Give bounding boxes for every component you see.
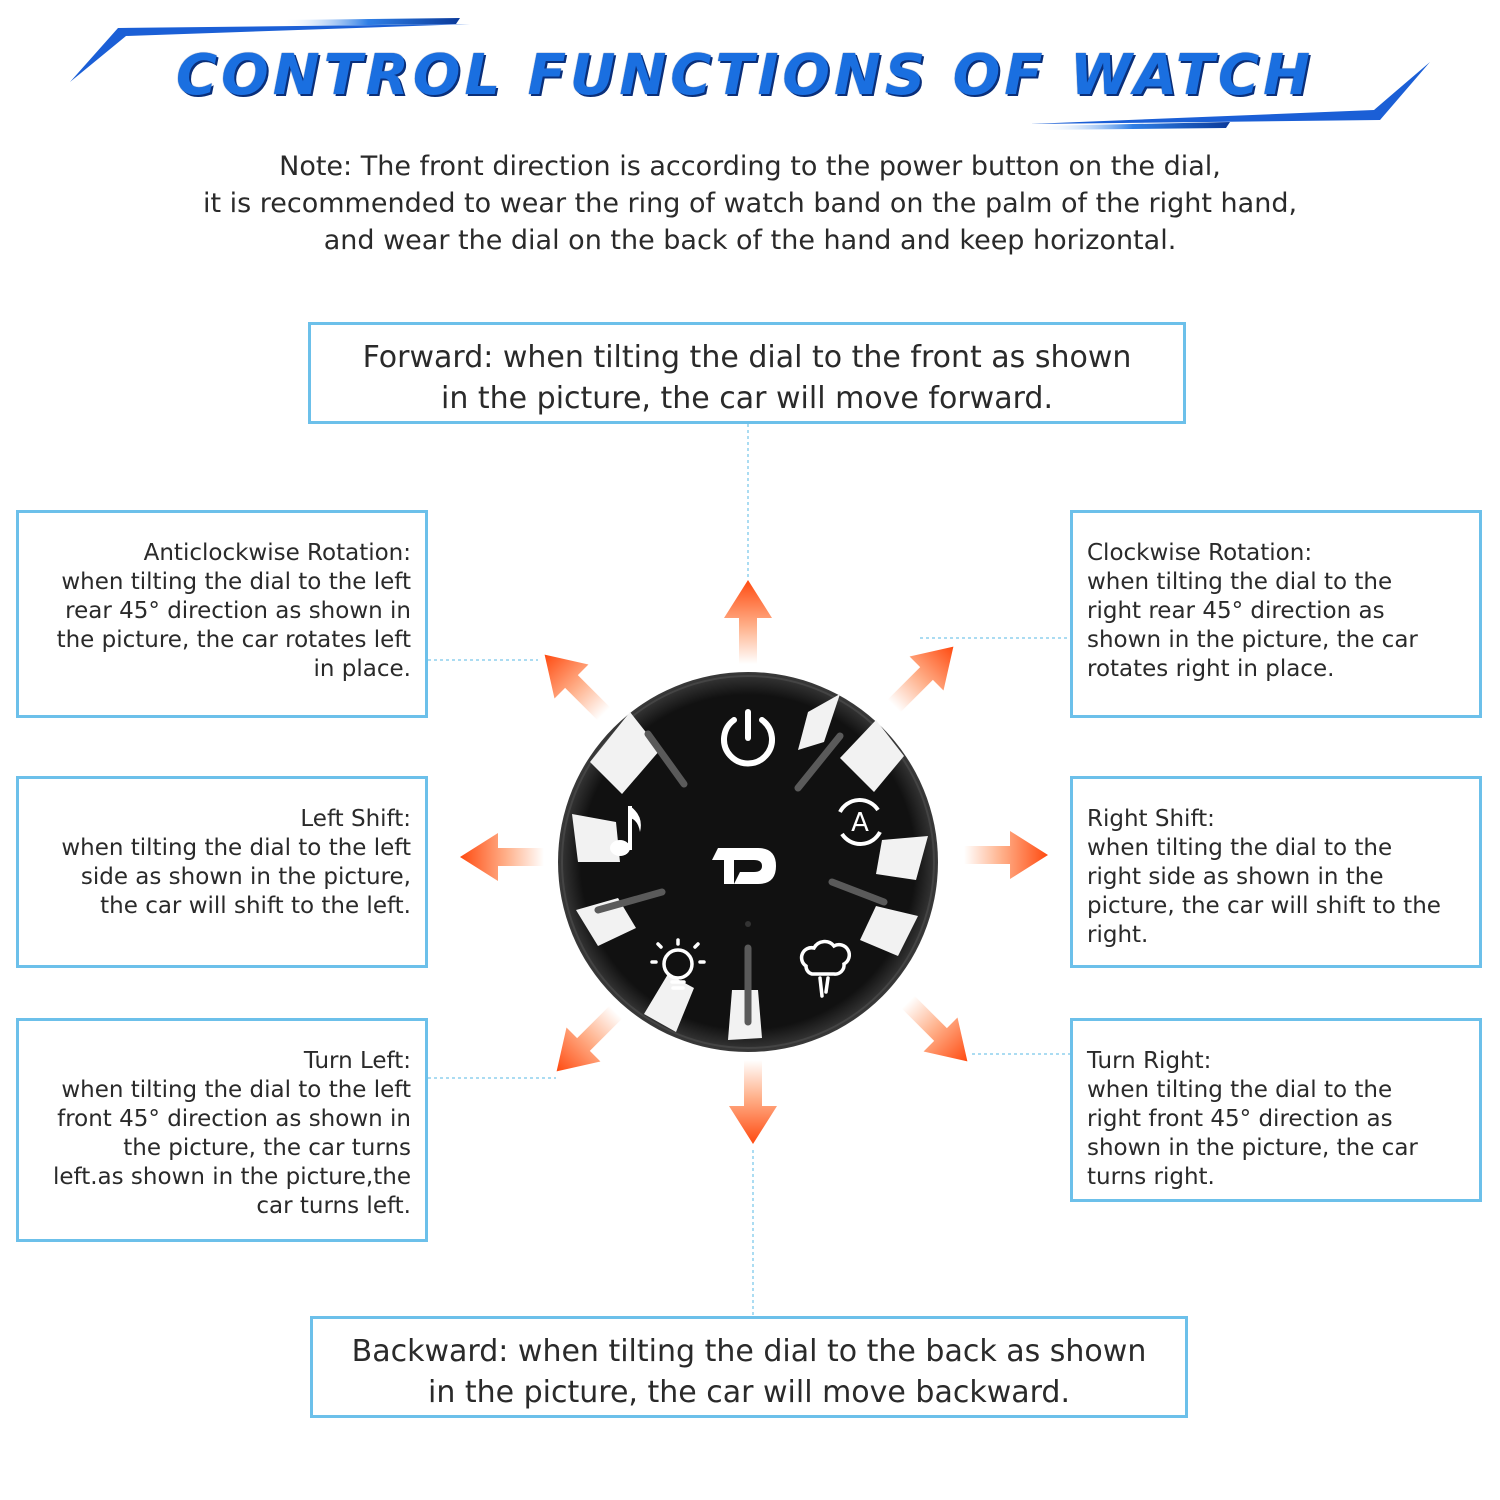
arrow-anticlockwise xyxy=(527,637,621,731)
page-title: CONTROL FUNCTIONS OF WATCH xyxy=(176,43,1314,108)
dial-grooves xyxy=(594,730,888,1026)
arrow-backward xyxy=(729,1060,777,1144)
right-shift-text: picture, the car will shift to the xyxy=(1087,893,1441,919)
turn-right-text: when tilting the dial to the xyxy=(1087,1077,1393,1103)
leader-lines xyxy=(428,424,1072,1316)
backward-text: Backward: when tilting the dial to the b… xyxy=(351,1334,1147,1369)
turn-left-text: front 45° direction as shown in xyxy=(57,1106,411,1132)
forward-box: Forward: when tilting the dial to the fr… xyxy=(308,322,1186,424)
right-shift-text: Right Shift: xyxy=(1087,806,1215,832)
arrow-turn-left xyxy=(539,995,633,1089)
forward-text: in the picture, the car will move forwar… xyxy=(441,381,1053,416)
logo-icon xyxy=(712,848,776,884)
note-line: it is recommended to wear the ring of wa… xyxy=(202,188,1298,219)
anticlockwise-text: when tilting the dial to the left xyxy=(61,569,411,595)
svg-text:A: A xyxy=(851,808,869,838)
right-shift-text: right. xyxy=(1087,922,1149,948)
arrow-right-shift xyxy=(964,831,1048,879)
left-shift-box: Left Shift: when tilting the dial to the… xyxy=(16,776,428,968)
anticlockwise-text: in place. xyxy=(313,656,411,682)
usage-note: Note: The front direction is according t… xyxy=(100,148,1400,259)
arrow-left-shift xyxy=(460,833,544,881)
turn-right-text: right front 45° direction as xyxy=(1087,1106,1393,1132)
turn-left-text: car turns left. xyxy=(256,1193,411,1219)
watch-dial: A xyxy=(558,672,938,1052)
turn-left-text: left.as shown in the picture,the xyxy=(52,1164,411,1190)
anticlockwise-text: Anticlockwise Rotation: xyxy=(143,540,411,566)
clockwise-text: rotates right in place. xyxy=(1087,656,1335,682)
turn-right-text: shown in the picture, the car xyxy=(1087,1135,1418,1161)
turn-right-text: Turn Right: xyxy=(1087,1048,1212,1074)
anticlockwise-text: the picture, the car rotates left xyxy=(56,627,411,653)
anticlockwise-text: rear 45° direction as shown in xyxy=(65,598,411,624)
auto-mode-icon: A xyxy=(838,798,882,846)
backward-box: Backward: when tilting the dial to the b… xyxy=(310,1316,1188,1418)
clockwise-text: shown in the picture, the car xyxy=(1087,627,1418,653)
anticlockwise-box: Anticlockwise Rotation: when tilting the… xyxy=(16,510,428,718)
right-shift-text: right side as shown in the xyxy=(1087,864,1384,890)
arrow-forward xyxy=(724,580,772,664)
left-shift-text: when tilting the dial to the left xyxy=(61,835,411,861)
note-line: Note: The front direction is according t… xyxy=(279,151,1221,182)
turn-left-text: Turn Left: xyxy=(303,1048,411,1074)
left-shift-text: Left Shift: xyxy=(300,806,411,832)
clockwise-text: when tilting the dial to the xyxy=(1087,569,1393,595)
light-icon xyxy=(650,938,706,990)
note-line: and wear the dial on the back of the han… xyxy=(323,225,1177,256)
forward-text: Forward: when tilting the dial to the fr… xyxy=(362,340,1132,375)
left-shift-text: the car will shift to the left. xyxy=(100,893,411,919)
turn-left-text: the picture, the car turns xyxy=(123,1135,411,1161)
turn-left-text: when tilting the dial to the left xyxy=(61,1077,411,1103)
power-icon xyxy=(721,709,775,767)
clockwise-text: Clockwise Rotation: xyxy=(1087,540,1313,566)
turn-right-text: turns right. xyxy=(1087,1164,1215,1190)
right-shift-text: when tilting the dial to the xyxy=(1087,835,1393,861)
turn-left-box: Turn Left: when tilting the dial to the … xyxy=(16,1018,428,1242)
left-shift-text: side as shown in the picture, xyxy=(80,864,411,890)
right-shift-box: Right Shift: when tilting the dial to th… xyxy=(1070,776,1482,968)
backward-text: in the picture, the car will move backwa… xyxy=(427,1375,1071,1410)
clockwise-text: right rear 45° direction as xyxy=(1087,598,1385,624)
music-icon xyxy=(610,806,641,856)
arrow-clockwise xyxy=(877,629,971,723)
clockwise-box: Clockwise Rotation: when tilting the dia… xyxy=(1070,510,1482,718)
turn-right-box: Turn Right: when tilting the dial to the… xyxy=(1070,1018,1482,1202)
spray-icon xyxy=(799,939,851,998)
arrow-turn-right xyxy=(891,985,985,1079)
header-decoration xyxy=(70,18,1430,130)
